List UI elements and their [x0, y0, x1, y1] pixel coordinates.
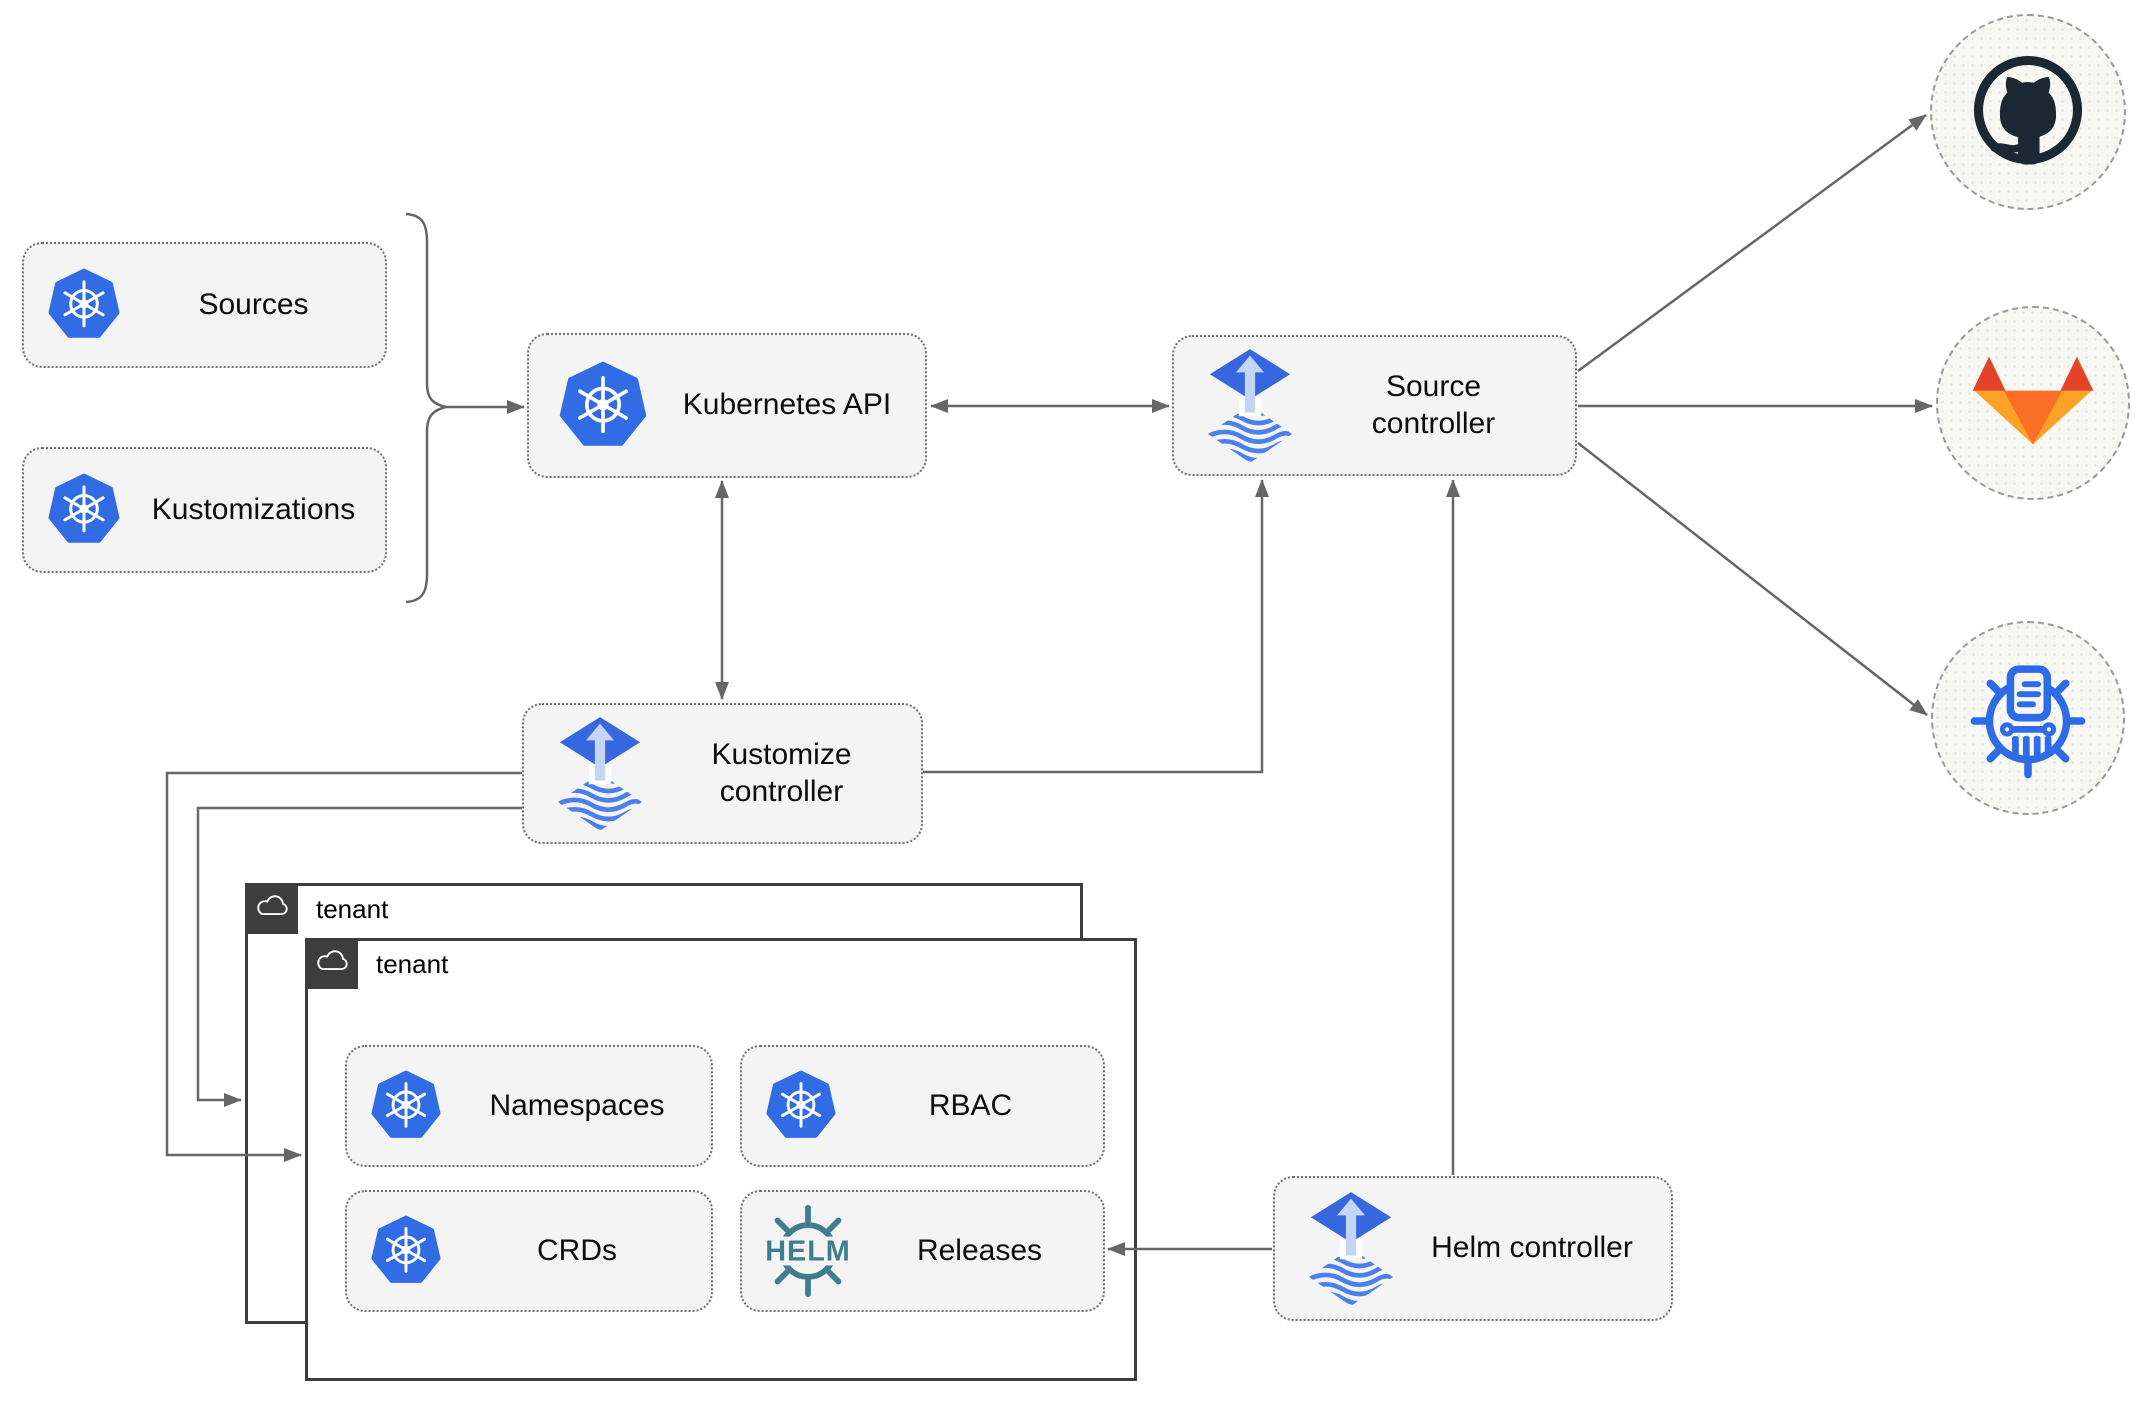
node-label: Helm controller	[1431, 1231, 1633, 1265]
kubernetes-icon	[46, 268, 122, 342]
kubernetes-icon	[557, 361, 649, 451]
helm-icon	[760, 1203, 856, 1299]
edge-kustomize-to-source	[923, 479, 1269, 774]
node-label: Releases	[916, 1233, 1043, 1267]
endpoint-chartmuseum	[1931, 621, 2125, 815]
github-icon	[1962, 44, 2094, 181]
tenant-group-label: tenant	[316, 894, 389, 924]
endpoint-gitlab	[1936, 306, 2130, 500]
edge-source-to-chartmuseum	[1577, 442, 1928, 716]
kubernetes-icon	[46, 473, 122, 547]
node-source-controller: Source controller	[1172, 335, 1577, 476]
endpoint-github	[1930, 14, 2126, 210]
tenant-tab	[305, 938, 358, 989]
node-label: Kubernetes API	[682, 388, 892, 422]
chartmuseum-icon	[1961, 649, 2095, 788]
flux-icon	[1309, 1190, 1393, 1308]
node-label: Kustomizations	[151, 492, 356, 526]
node-label: CRDs	[537, 1233, 617, 1267]
node-kubernetes-api: Kubernetes API	[527, 333, 927, 478]
gitlab-icon	[1972, 354, 2094, 452]
node-label: Kustomize controller	[711, 737, 852, 808]
node-label: Namespaces	[489, 1088, 665, 1122]
node-label: Source controller	[1371, 369, 1496, 440]
node-kustomize-controller: Kustomize controller	[522, 703, 923, 844]
node-helm-controller: Helm controller	[1273, 1176, 1673, 1321]
node-namespaces: Namespaces	[345, 1045, 713, 1167]
tenant-group-label: tenant	[376, 949, 449, 979]
flux-icon	[1208, 347, 1292, 465]
edge-kustomize-to-inner-tenant	[165, 771, 522, 1162]
kubernetes-icon	[369, 1070, 443, 1142]
node-label: RBAC	[928, 1088, 1013, 1122]
kubernetes-icon	[369, 1215, 443, 1287]
node-releases: Releases	[740, 1190, 1105, 1312]
node-kustomizations: Kustomizations	[22, 447, 387, 573]
edge-kustomize-to-outer-tenant	[196, 806, 522, 1107]
kubernetes-icon	[764, 1070, 838, 1142]
node-crds: CRDs	[345, 1190, 713, 1312]
flux-icon	[558, 715, 642, 833]
node-sources: Sources	[22, 242, 387, 368]
node-label: Sources	[198, 287, 309, 321]
edge-source-to-github	[1577, 113, 1927, 373]
node-rbac: RBAC	[740, 1045, 1105, 1167]
tenant-tab	[245, 883, 298, 934]
bracket-sources-kustomizations	[405, 212, 447, 604]
